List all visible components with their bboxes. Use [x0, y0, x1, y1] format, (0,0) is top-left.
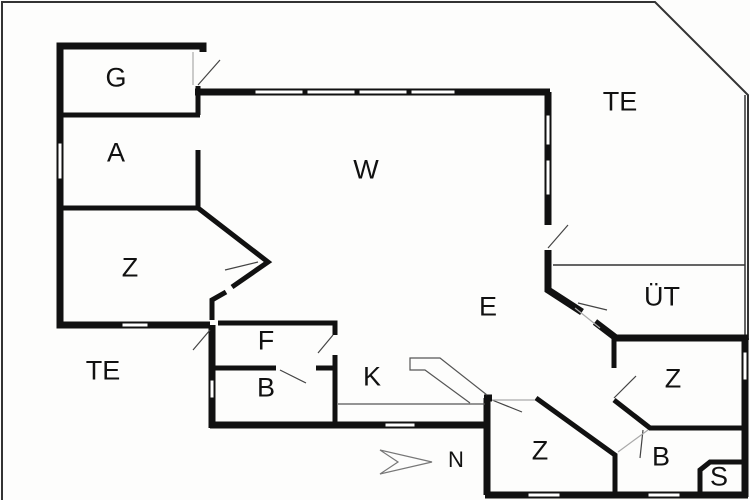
room-label-k: K [362, 361, 382, 392]
room-label-f: F [257, 325, 275, 356]
north-arrow-icon [379, 449, 433, 475]
windows [57, 89, 748, 498]
room-label-te-top: TE [602, 86, 638, 117]
room-label-a: A [106, 137, 126, 168]
room-label-e: E [478, 291, 498, 322]
room-label-w: W [353, 154, 379, 185]
room-label-b-right: B [651, 441, 671, 472]
room-label-s: S [709, 461, 729, 492]
room-label-te-bottom: TE [85, 355, 121, 386]
room-label-ut: ÜT [644, 281, 680, 312]
room-label-g: G [105, 62, 127, 93]
stairs [338, 357, 488, 405]
room-label-z-bottom: Z [531, 435, 549, 466]
room-label-z-left: Z [121, 252, 139, 283]
room-label-b-left: B [256, 372, 276, 403]
doors [192, 52, 649, 459]
north-label: N [448, 447, 464, 472]
room-label-z-right: Z [664, 363, 682, 394]
walls [56, 42, 749, 499]
